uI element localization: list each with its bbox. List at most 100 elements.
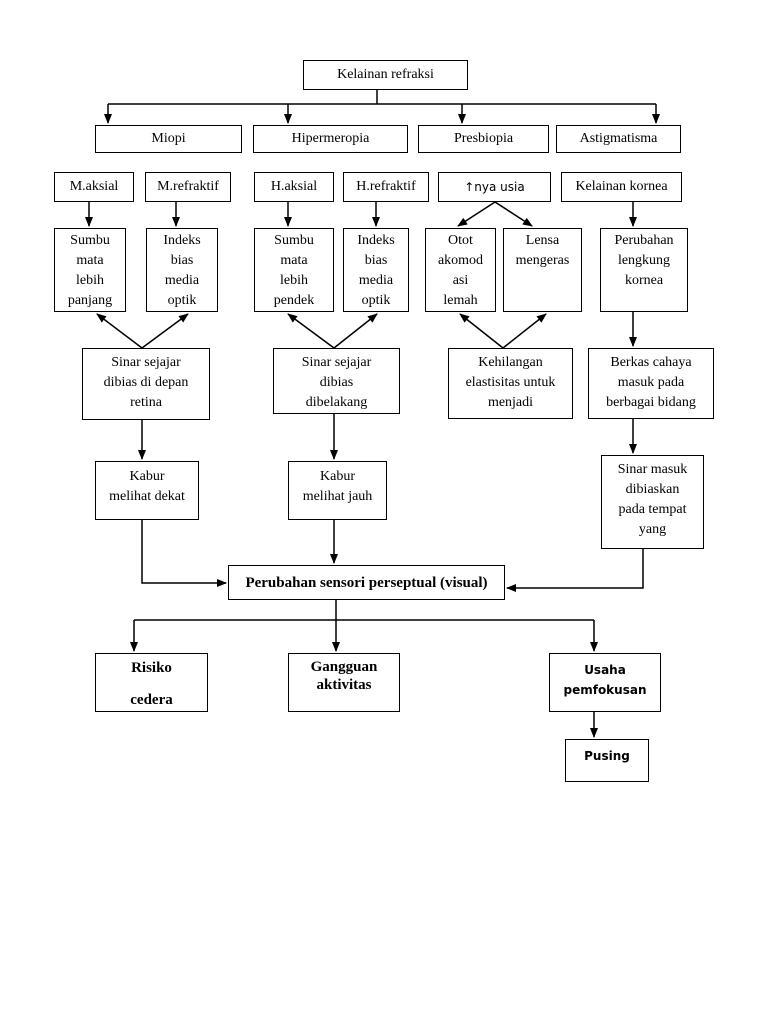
connector-arrow xyxy=(96,313,143,349)
connector-arrow xyxy=(494,201,533,227)
label: M.refraktif xyxy=(157,179,219,194)
node-sinar-depan-retina: Sinar sejajar dibias di depan retina xyxy=(82,348,210,420)
line: dibelakang xyxy=(305,395,368,410)
connector-arrow xyxy=(141,313,189,349)
connector-arrow xyxy=(141,520,227,587)
node-h-aksial: H.aksial xyxy=(254,172,334,202)
label: Hipermeropia xyxy=(291,131,370,146)
line: lebih xyxy=(76,273,104,288)
node-m-refraktif: M.refraktif xyxy=(145,172,231,202)
node-lensa-mengeras: Lensa mengeras xyxy=(503,228,582,312)
line: berbagai bidang xyxy=(606,395,696,410)
line: asi xyxy=(452,273,469,288)
line: Usaha xyxy=(584,663,626,677)
line: optik xyxy=(361,293,391,308)
line: pada tempat xyxy=(618,502,687,517)
node-h-refraktif: H.refraktif xyxy=(343,172,429,202)
line: Indeks xyxy=(357,233,395,248)
node-perubahan-sensori: Perubahan sensori perseptual (visual) xyxy=(228,565,505,600)
line: Sinar sejajar xyxy=(301,355,372,370)
line: akomod xyxy=(437,253,484,268)
line: bias xyxy=(170,253,194,268)
line: media xyxy=(358,273,394,288)
node-risiko-cedera: Risiko cedera xyxy=(95,653,208,712)
node-kabur-dekat: Kabur melihat dekat xyxy=(95,461,199,520)
line: panjang xyxy=(67,293,113,308)
line: elastisitas untuk xyxy=(465,375,556,390)
line: yang xyxy=(638,522,667,537)
line: masuk pada xyxy=(617,375,685,390)
line: lemah xyxy=(443,293,478,308)
line: dibiaskan xyxy=(625,482,680,497)
line: kornea xyxy=(624,273,664,288)
line: Sumbu xyxy=(274,233,314,248)
label: H.refraktif xyxy=(356,179,416,194)
line: Perubahan xyxy=(614,233,674,248)
line: lebih xyxy=(280,273,308,288)
line: Otot xyxy=(448,233,473,248)
node-kelainan-refraksi: Kelainan refraksi xyxy=(303,60,468,90)
node-m-aksial: M.aksial xyxy=(54,172,134,202)
node-presbiopia: Presbiopia xyxy=(418,125,549,153)
line: mata xyxy=(76,253,104,268)
connector-arrow xyxy=(502,313,547,349)
node-berkas-cahaya: Berkas cahaya masuk pada berbagai bidang xyxy=(588,348,714,419)
line: mengeras xyxy=(515,253,570,268)
label: M.aksial xyxy=(69,179,119,194)
label: Miopi xyxy=(151,131,186,146)
node-otot-akomodasi: Otot akomod asi lemah xyxy=(425,228,496,312)
node-usaha-pemfokusan: Usaha pemfokusan xyxy=(549,653,661,712)
line: Kabur xyxy=(320,469,355,484)
connector-arrow xyxy=(287,313,335,349)
line: melihat dekat xyxy=(109,489,185,504)
node-indeks-bias-h: Indeks bias media optik xyxy=(343,228,409,312)
node-pusing: Pusing xyxy=(565,739,649,782)
label: ↑nya usia xyxy=(464,180,525,194)
label: Kelainan kornea xyxy=(575,179,668,194)
node-kabur-jauh: Kabur melihat jauh xyxy=(288,461,387,520)
line: Sinar sejajar xyxy=(111,355,181,370)
node-sumbu-pendek: Sumbu mata lebih pendek xyxy=(254,228,334,312)
connector-arrow xyxy=(457,201,496,227)
label: Astigmatisma xyxy=(579,131,658,146)
line: mata xyxy=(280,253,308,268)
line: cedera xyxy=(130,692,173,708)
node-usia: ↑nya usia xyxy=(438,172,551,202)
line: melihat jauh xyxy=(302,489,373,504)
label: H.aksial xyxy=(270,179,318,194)
label: Kelainan refraksi xyxy=(337,67,434,82)
line: optik xyxy=(167,293,197,308)
line: Berkas cahaya xyxy=(610,355,692,370)
line: Sumbu xyxy=(70,233,110,248)
node-astigmatisma: Astigmatisma xyxy=(556,125,681,153)
label: Pusing xyxy=(584,749,630,763)
line: pemfokusan xyxy=(563,683,647,697)
connector-arrow xyxy=(459,313,504,349)
line: pendek xyxy=(273,293,315,308)
connector-arrow xyxy=(506,549,644,592)
label: Perubahan sensori perseptual (visual) xyxy=(245,574,488,591)
line: Kabur xyxy=(129,469,165,484)
line: menjadi xyxy=(487,395,534,410)
node-hipermeropia: Hipermeropia xyxy=(253,125,408,153)
connector-arrow xyxy=(333,313,378,349)
node-kelainan-kornea: Kelainan kornea xyxy=(561,172,682,202)
line: Risiko xyxy=(131,660,172,676)
line: dibias xyxy=(319,375,354,390)
line: Indeks xyxy=(163,233,201,248)
label: Presbiopia xyxy=(453,131,514,146)
line: aktivitas xyxy=(316,677,372,693)
line: dibias di depan xyxy=(103,375,189,390)
node-sinar-masuk: Sinar masuk dibiaskan pada tempat yang xyxy=(601,455,704,549)
node-kehilangan-elastisitas: Kehilangan elastisitas untuk menjadi xyxy=(448,348,573,419)
line: Kehilangan xyxy=(478,355,543,370)
line: bias xyxy=(364,253,388,268)
line: Lensa xyxy=(525,233,560,248)
node-sumbu-panjang: Sumbu mata lebih panjang xyxy=(54,228,126,312)
line: retina xyxy=(130,395,162,410)
line: Sinar masuk xyxy=(617,462,688,477)
